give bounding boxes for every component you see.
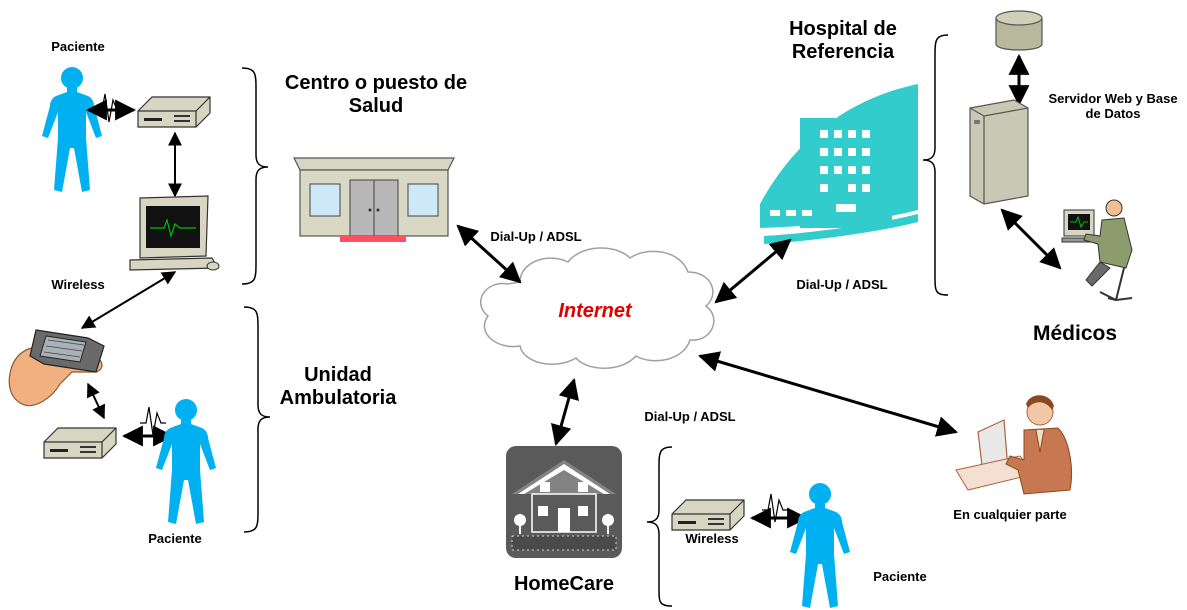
- bracket-medicos: [922, 34, 949, 296]
- link-server-doctor: [1000, 208, 1062, 270]
- label-internet: Internet: [558, 300, 632, 322]
- link-hospital-internet: [714, 238, 792, 304]
- pulse-icon: [95, 93, 123, 123]
- bracket-unidad: [243, 306, 271, 533]
- label-link-hospital: Dial-Up / ADSL: [796, 277, 888, 292]
- internet-cloud: [479, 247, 715, 369]
- pda-hand-icon: [8, 329, 105, 407]
- modem-top-icon: [137, 96, 211, 128]
- link-computer-pda: [80, 271, 177, 329]
- patient-top-icon: [42, 67, 102, 192]
- anywhere-doctor-icon: [955, 395, 1072, 495]
- label-servidor: Servidor Web y Base de Datos: [1048, 91, 1178, 121]
- patient-bottom-icon: [156, 399, 216, 524]
- house-icon: [506, 446, 622, 558]
- label-medicos: Médicos: [1032, 322, 1118, 345]
- label-wireless-left: Wireless: [51, 277, 105, 292]
- doctor-workstation-icon: [1061, 199, 1133, 302]
- label-cualquier-parte: En cualquier parte: [953, 507, 1067, 522]
- label-wireless-homecare: Wireless: [685, 531, 739, 546]
- hospital-icon: [760, 84, 918, 244]
- label-link-centro: Dial-Up / ADSL: [490, 229, 582, 244]
- label-centro: Centro o puesto de Salud: [284, 72, 468, 117]
- pulse-icon: [139, 406, 167, 436]
- database-icon: [995, 10, 1043, 51]
- label-link-homecare: Dial-Up / ADSL: [644, 409, 736, 424]
- label-homecare: HomeCare: [513, 573, 615, 595]
- bracket-homecare: [646, 446, 673, 607]
- label-hospital: Hospital de Referencia: [789, 18, 897, 63]
- modem-homecare-icon: [671, 499, 745, 531]
- label-unidad: Unidad Ambulatoria: [279, 364, 397, 409]
- link-homecare-internet: [551, 377, 579, 447]
- computer-icon: [129, 195, 220, 271]
- label-paciente-bottom: Paciente: [148, 531, 202, 546]
- health-center-icon: [293, 157, 455, 242]
- bracket-centro: [241, 67, 269, 285]
- link-pda-modem: [87, 382, 105, 420]
- label-paciente-top: Paciente: [51, 39, 105, 54]
- label-paciente-homecare: Paciente: [873, 569, 927, 584]
- patient-homecare-icon: [790, 483, 850, 608]
- link-centro-internet: [456, 224, 522, 284]
- modem-bottom-icon: [43, 427, 117, 459]
- server-icon: [969, 99, 1029, 205]
- link-anywhere-internet: [697, 351, 959, 437]
